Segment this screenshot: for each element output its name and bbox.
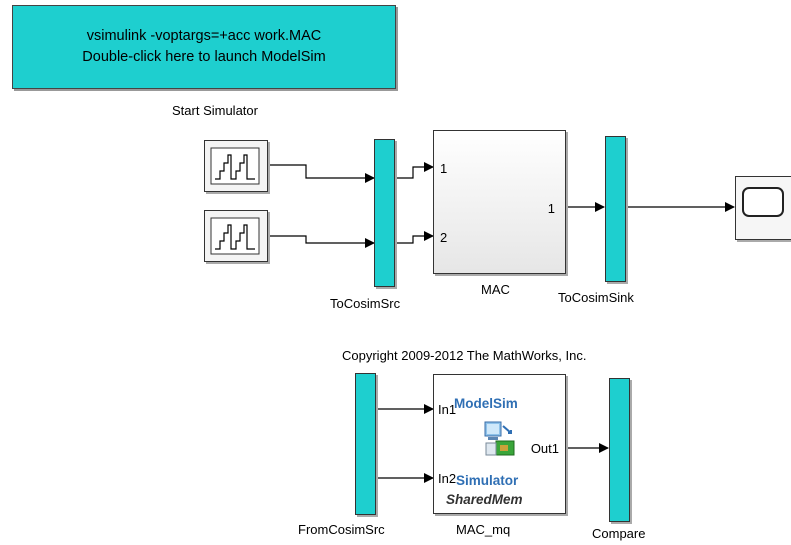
fromcosimsrc-label: FromCosimSrc — [298, 522, 385, 537]
mac-out1-port: 1 — [547, 201, 555, 216]
modelsim-computer-icon — [484, 421, 515, 456]
launch-instruction-text: Double-click here to launch ModelSim — [82, 49, 326, 65]
mac-block[interactable]: 1 2 1 — [433, 130, 566, 274]
staircase-signal-icon — [210, 217, 260, 255]
tocosimsrc-block[interactable] — [374, 139, 395, 287]
mac-mq-block[interactable]: In1 In2 Out1 ModelSim Simulator SharedMe… — [433, 374, 566, 514]
staircase-signal-icon — [210, 147, 260, 185]
mac-mq-label: MAC_mq — [456, 522, 511, 537]
wire-tocosimsrc-to-mac-in1 — [394, 162, 434, 179]
mac-mq-in1-port: In1 — [438, 402, 457, 417]
launch-modelsim-button[interactable]: vsimulink -voptargs=+acc work.MAC Double… — [12, 5, 396, 89]
mac-in2-port: 2 — [440, 230, 448, 245]
wire-gen2-to-tocosimsrc — [268, 235, 375, 248]
mac-mq-in2-port: In2 — [438, 471, 457, 486]
scope-block[interactable] — [735, 176, 791, 240]
scope-screen-icon — [742, 187, 784, 217]
modelsim-title: ModelSim — [454, 396, 518, 411]
signal-generator-1[interactable] — [204, 140, 268, 192]
fromcosimsrc-block[interactable] — [355, 373, 376, 515]
tocosimsink-label: ToCosimSink — [558, 290, 634, 305]
tocosimsrc-label: ToCosimSrc — [330, 296, 401, 311]
copyright-text: Copyright 2009-2012 The MathWorks, Inc. — [342, 348, 587, 363]
tocosimsink-block[interactable] — [605, 136, 626, 282]
simulator-subtitle: Simulator — [456, 473, 519, 488]
mac-mq-out1-port: Out1 — [530, 441, 559, 456]
sharedmem-mode-label: SharedMem — [446, 492, 523, 507]
compare-block[interactable] — [609, 378, 630, 522]
wire-gen1-to-tocosimsrc — [268, 164, 375, 183]
compare-label: Compare — [592, 526, 646, 541]
wire-tocosimsrc-to-mac-in2 — [394, 231, 434, 244]
launch-command-text: vsimulink -voptargs=+acc work.MAC — [86, 28, 322, 44]
mac-label: MAC — [481, 282, 510, 297]
mac-in1-port: 1 — [440, 161, 448, 176]
start-simulator-label: Start Simulator — [172, 103, 258, 118]
signal-generator-2[interactable] — [204, 210, 268, 262]
